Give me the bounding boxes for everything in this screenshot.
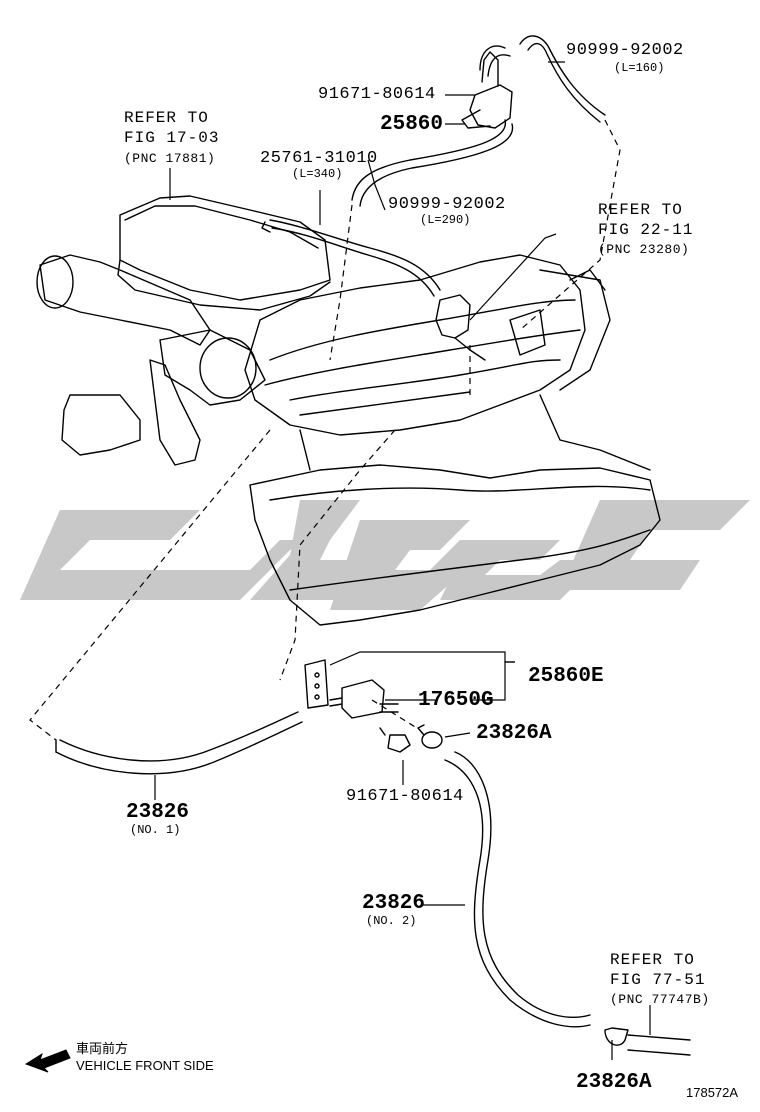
label-hose-top-length: (L=160)	[614, 61, 665, 75]
label-hose-no2-number: 23826	[362, 892, 426, 915]
label-hose-mid-number: 90999-92002	[388, 195, 506, 214]
ref3-line3: (PNC 77747B)	[610, 992, 710, 1007]
label-hose-mid-length: (L=290)	[420, 213, 471, 227]
label-vsv-top-number: 25860	[380, 113, 444, 136]
ref3-line2: FIG 77-51	[610, 971, 706, 989]
label-bolt-top-number: 91671-80614	[318, 85, 436, 104]
label-hose-no2-note: (NO. 2)	[366, 914, 417, 928]
label-hose-top-number: 90999-92002	[566, 41, 684, 60]
watermark-logo	[20, 500, 750, 610]
direction-label-en: VEHICLE FRONT SIDE	[76, 1058, 214, 1073]
ref2-line2: FIG 22-11	[598, 221, 694, 239]
arrow-icon	[24, 1049, 71, 1073]
label-assy-vsv-number: 25860E	[528, 665, 604, 688]
label-hose-left-length: (L=340)	[292, 167, 343, 181]
ref2-line3: (PNC 23280)	[598, 242, 690, 257]
label-hose-left-number: 25761-31010	[260, 149, 378, 168]
ref1-line2: FIG 17-03	[124, 129, 220, 147]
dashed-leaders	[29, 119, 621, 741]
label-leaders	[154, 61, 651, 1060]
label-filter-number: 17650G	[418, 689, 494, 712]
figure-number: 178572A	[686, 1085, 739, 1100]
ref1-line3: (PNC 17881)	[124, 151, 216, 166]
ref2-line1: REFER TO	[598, 201, 683, 219]
ref3-line1: REFER TO	[610, 951, 695, 969]
ref1-line1: REFER TO	[124, 109, 209, 127]
direction-label-jp: 車両前方	[76, 1041, 129, 1056]
label-bolt-bottom-number: 91671-80614	[346, 787, 464, 806]
engine-line-art	[36, 35, 691, 1056]
label-clamp-bottom-number: 23826A	[576, 1071, 652, 1094]
label-clamp-mid-number: 23826A	[476, 722, 552, 745]
label-hose-no1-number: 23826	[126, 801, 190, 824]
label-hose-no1-note: (NO. 1)	[130, 823, 181, 837]
